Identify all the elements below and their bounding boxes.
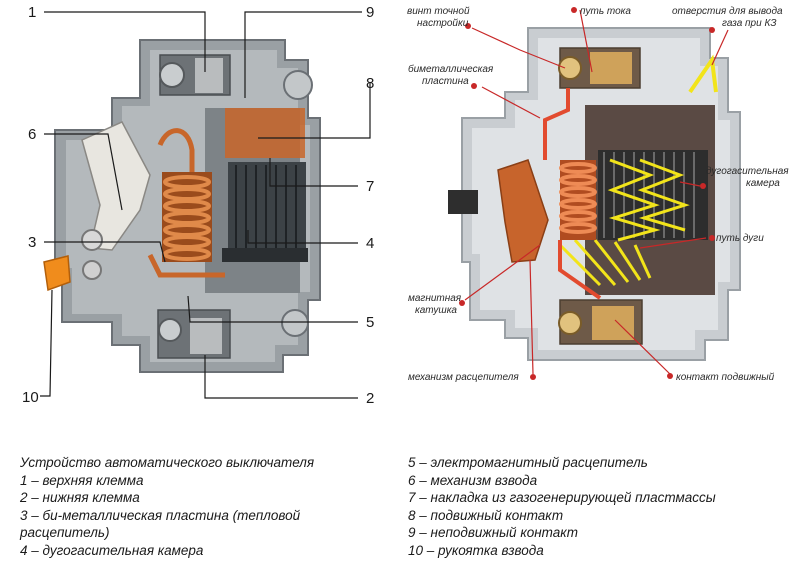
left-breaker-photo	[43, 39, 321, 373]
left-callout-lines	[40, 11, 371, 399]
callout-5: 5	[366, 314, 374, 331]
callout-2: 2	[366, 390, 374, 407]
right-breaker-illustration	[448, 27, 741, 361]
legend-title: Устройство автоматического выключателя	[20, 455, 315, 470]
callout-3: 3	[28, 234, 36, 251]
label-coil-line1: магнитная	[408, 293, 462, 304]
callout-1: 1	[28, 4, 36, 21]
callout-6: 6	[28, 126, 36, 143]
label-gas-holes-line2: газа при КЗ	[722, 18, 776, 29]
label-bimetal-line1: биметаллическая	[408, 63, 494, 75]
callout-4: 4	[366, 235, 374, 252]
legend-item-3: 3 – би-металлическая пластина (тепловой …	[20, 507, 301, 541]
right-annotation-labels: винт точной настройки путь тока отверсти…	[407, 6, 789, 383]
label-arc-chamber-line1: дугогасительная	[706, 166, 789, 177]
right-annotation-lines	[464, 9, 729, 377]
right-annotation-dots	[459, 7, 715, 380]
legend-item-6: 6 – механизм взвода	[408, 472, 538, 488]
callout-7: 7	[366, 178, 374, 195]
legend-item-1: 1 – верхняя клемма	[20, 472, 144, 488]
legend-item-9: 9 – неподвижный контакт	[408, 525, 579, 541]
label-moving-contact: контакт подвижный	[676, 372, 775, 383]
breaker-diagrams: 1 9 8 6 7 3 4 5 10 2	[22, 4, 789, 407]
label-arc-chamber-line2: камера	[746, 178, 780, 189]
legend-left-column: Устройство автоматического выключателя 1…	[20, 454, 350, 560]
callout-10: 10	[22, 389, 39, 406]
label-coil-line2: катушка	[415, 305, 457, 316]
legend-item-10: 10 – рукоятка взвода	[408, 542, 544, 558]
label-release: механизм расцепителя	[408, 372, 519, 383]
callout-8: 8	[366, 75, 374, 92]
left-callout-numbers: 1 9 8 6 7 3 4 5 10 2	[22, 4, 374, 407]
label-arc-path: путь дуги	[716, 233, 764, 244]
legend-item-8: 8 – подвижный контакт	[408, 507, 564, 523]
label-screw-line1: винт точной	[407, 6, 470, 17]
legend-item-2: 2 – нижняя клемма	[20, 490, 140, 506]
label-current-path: путь тока	[580, 6, 631, 17]
legend-item-5: 5 – электромагнитный расцепитель	[408, 455, 648, 470]
label-gas-holes-line1: отверстия для вывода	[672, 6, 783, 17]
label-screw-line2: настройки	[417, 18, 469, 29]
callout-9: 9	[366, 4, 374, 21]
legend-right-column: 5 – электромагнитный расцепитель 6 – мех…	[408, 454, 788, 560]
legend-item-7: 7 – накладка из газогенерирующей пластма…	[408, 490, 716, 506]
legend-item-4: 4 – дугогасительная камера	[20, 542, 204, 558]
label-bimetal-line2: пластина	[422, 76, 469, 87]
